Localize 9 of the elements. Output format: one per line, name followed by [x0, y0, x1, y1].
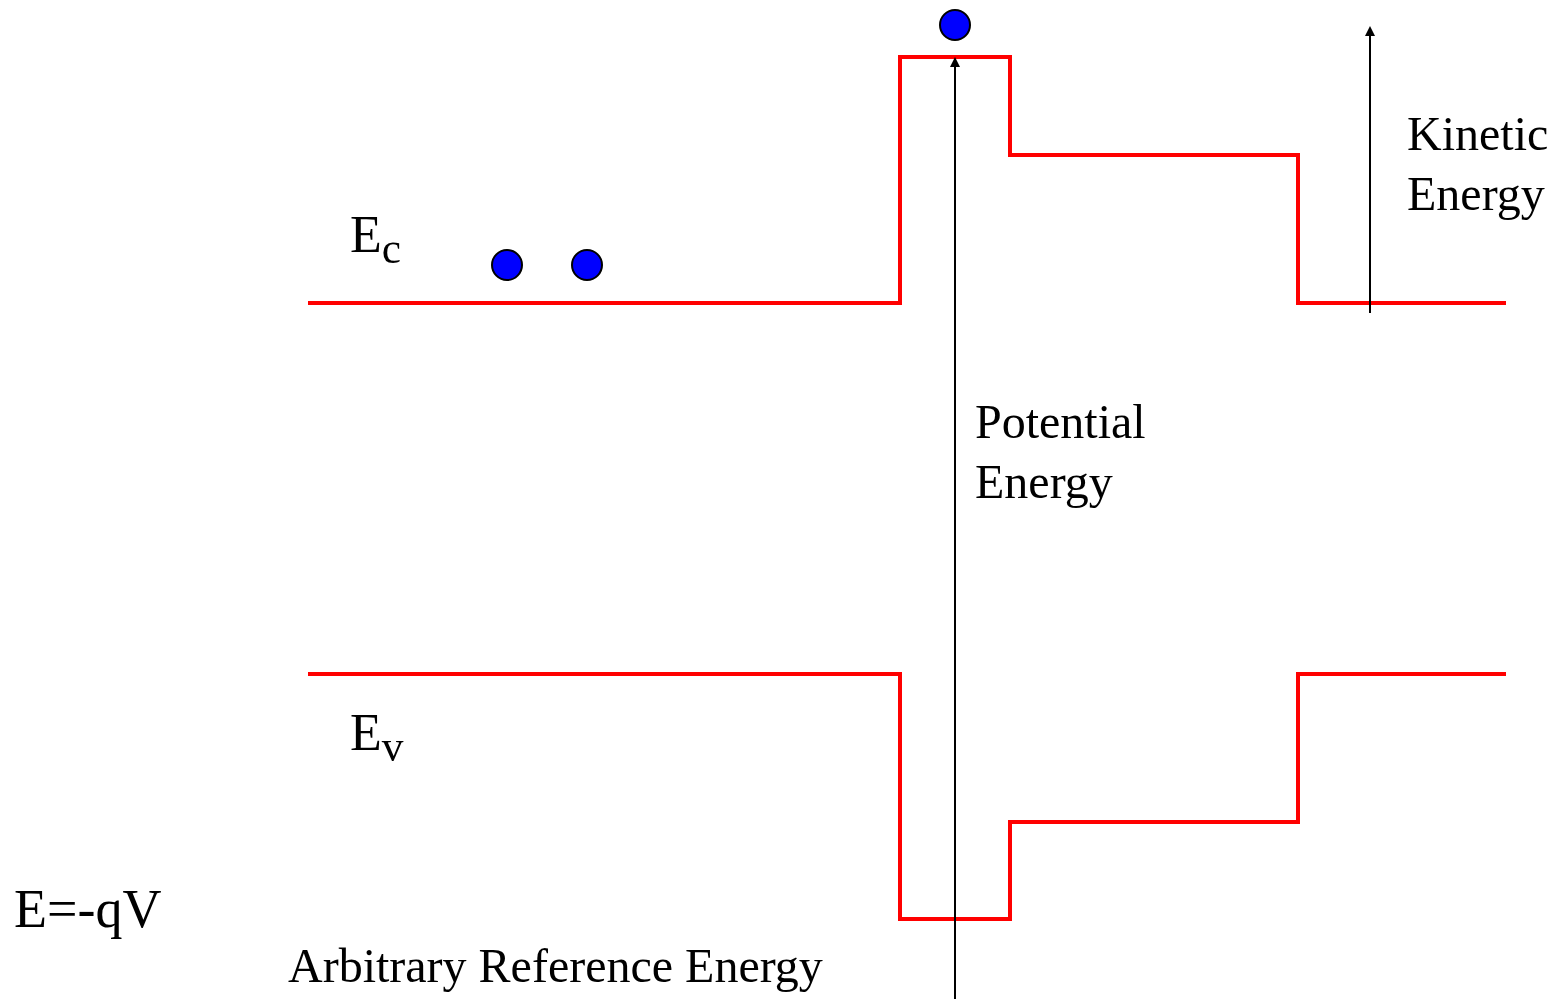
- reference-label: Arbitrary Reference Energy: [288, 938, 824, 994]
- band-label: E$_{v}$: [350, 703, 405, 773]
- axis-label: Potential Energy: [975, 394, 1147, 510]
- equation-text: E=-qV: [14, 878, 163, 941]
- electron-circle: [571, 249, 603, 281]
- electron-circle: [939, 9, 971, 41]
- band-label: E$_{c}$: [350, 205, 402, 275]
- electron-circle: [491, 249, 523, 281]
- axis-label: Kinetic Energy: [1407, 106, 1550, 222]
